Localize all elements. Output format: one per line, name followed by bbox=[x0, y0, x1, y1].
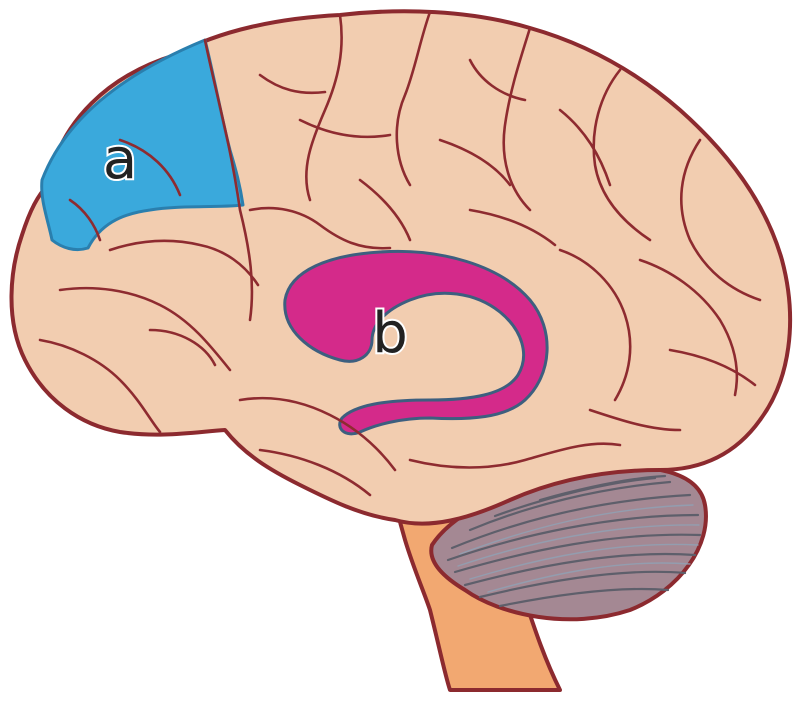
label-a: a bbox=[103, 127, 137, 192]
label-b: b bbox=[372, 301, 408, 366]
